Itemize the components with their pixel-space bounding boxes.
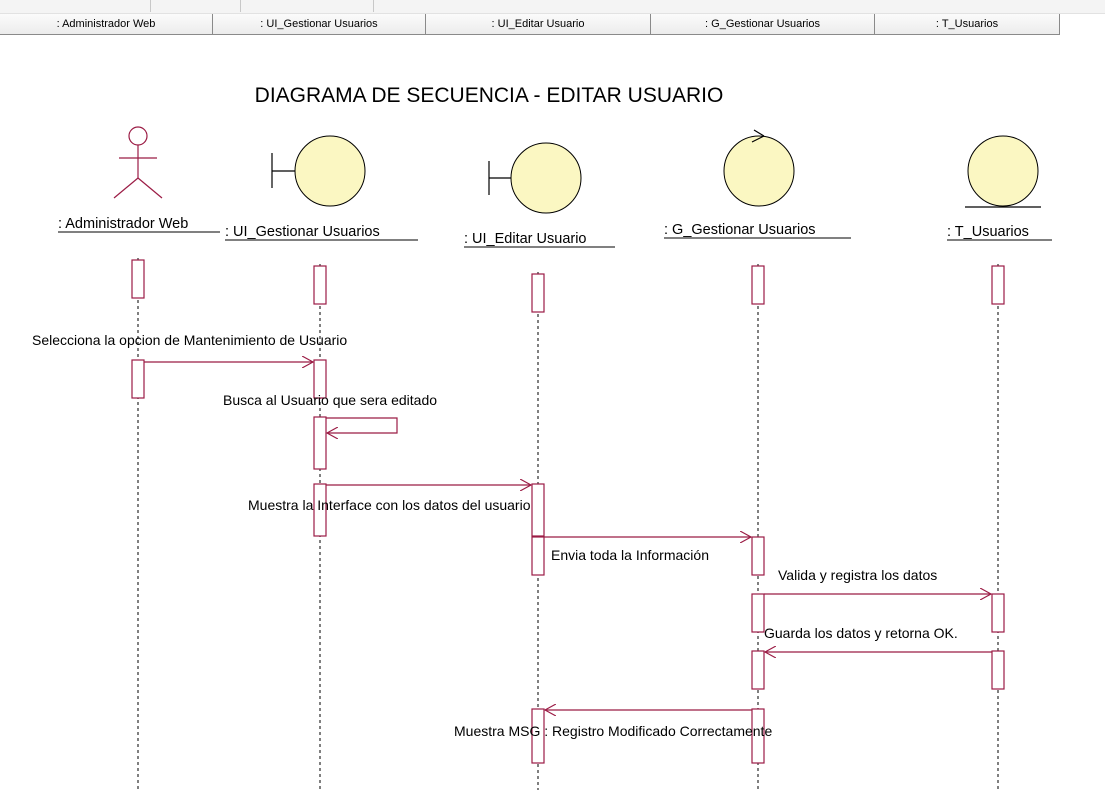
activation-bar	[313, 359, 327, 399]
message-label-muestra-msg: Muestra MSG : Registro Modificado Correc…	[454, 723, 772, 739]
actor-icon	[113, 126, 163, 199]
header-bar: : Administrador Web : UI_Gestionar Usuar…	[0, 0, 1105, 36]
header-strip-divider	[240, 0, 241, 12]
entity-icon	[965, 135, 1041, 208]
boundary-icon	[271, 135, 366, 207]
activation-bar	[991, 265, 1005, 305]
header-column-ui-editar-usuario[interactable]: : UI_Editar Usuario	[426, 14, 651, 35]
header-column-g-gestionar-usuarios[interactable]: : G_Gestionar Usuarios	[651, 14, 875, 35]
activation-bar	[313, 483, 327, 537]
object-label-ui-gestionar-usuarios: : UI_Gestionar Usuarios	[225, 224, 380, 240]
message-label-envia-informacion: Envia toda la Información	[551, 547, 709, 563]
activation-bar	[531, 708, 545, 764]
message-label-busca-usuario: Busca al Usuario que sera editado	[223, 392, 437, 408]
header-column-ui-gestionar-usuarios[interactable]: : UI_Gestionar Usuarios	[213, 14, 426, 35]
header-column-administrador-web[interactable]: : Administrador Web	[0, 14, 213, 35]
header-top-strip	[0, 0, 1105, 14]
object-label-administrador-web: : Administrador Web	[58, 216, 188, 232]
activation-bar	[751, 265, 765, 305]
activation-bar	[751, 536, 765, 576]
activation-bar	[531, 536, 545, 576]
message-label-selecciona-opcion: Selecciona la opcion de Mantenimiento de…	[32, 332, 347, 348]
activation-bar	[313, 265, 327, 305]
message-label-valida-registra: Valida y registra los datos	[778, 567, 937, 583]
activation-bar	[531, 483, 545, 537]
activation-bar	[751, 708, 765, 764]
self-message-arrow	[326, 417, 398, 433]
object-label-g-gestionar-usuarios: : G_Gestionar Usuarios	[664, 222, 816, 238]
control-icon	[723, 129, 795, 207]
activation-bar	[751, 593, 765, 633]
activation-bar	[991, 650, 1005, 690]
activation-bar	[531, 273, 545, 313]
activation-bar	[313, 416, 327, 470]
header-strip-divider	[373, 0, 374, 12]
message-label-guarda-datos: Guarda los datos y retorna OK.	[764, 625, 958, 641]
activation-bar	[991, 593, 1005, 633]
diagram-title: DIAGRAMA DE SECUENCIA - EDITAR USUARIO	[255, 84, 724, 107]
header-column-t-usuarios[interactable]: : T_Usuarios	[875, 14, 1060, 35]
activation-bar	[131, 359, 145, 399]
boundary-icon	[488, 142, 582, 214]
object-label-t-usuarios: : T_Usuarios	[947, 224, 1029, 240]
object-label-ui-editar-usuario: : UI_Editar Usuario	[464, 231, 587, 247]
header-strip-divider	[150, 0, 151, 12]
activation-bar	[751, 650, 765, 690]
activation-bar	[131, 259, 145, 299]
message-label-muestra-interface: Muestra la Interface con los datos del u…	[248, 497, 531, 513]
